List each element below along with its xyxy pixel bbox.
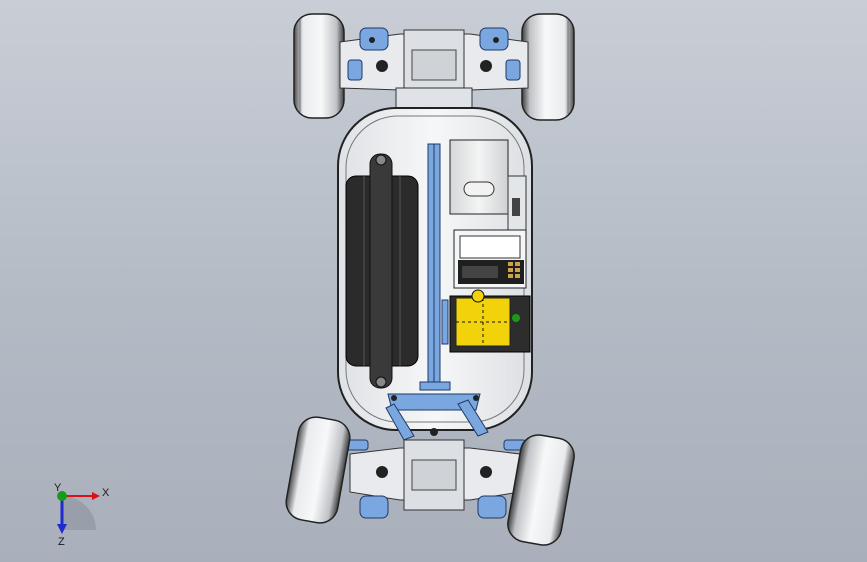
triad-z-label: Z — [58, 536, 65, 548]
front-suspension — [339, 27, 529, 125]
front-left-wheel[interactable] — [293, 13, 345, 119]
coordinate-triad — [57, 491, 100, 534]
motor[interactable] — [449, 139, 527, 231]
front-right-wheel[interactable] — [521, 13, 575, 121]
triad-y-label: Y — [54, 482, 62, 494]
triad-x-label: X — [102, 487, 110, 499]
battery-pack[interactable] — [345, 153, 419, 389]
receiver-unit[interactable] — [453, 229, 527, 289]
rear-left-wheel[interactable] — [283, 414, 352, 525]
steering-servo[interactable] — [449, 289, 531, 353]
rear-right-wheel[interactable] — [505, 432, 577, 548]
